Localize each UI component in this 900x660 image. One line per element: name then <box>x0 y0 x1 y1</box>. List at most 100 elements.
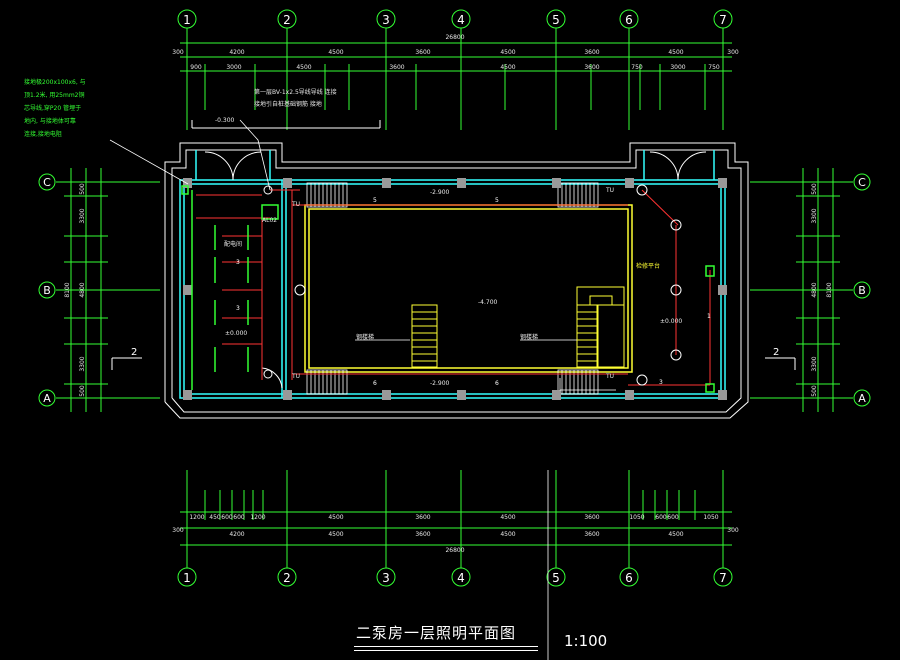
dim-left-4: 3300 <box>79 356 86 371</box>
dim-bot-r2-7: 3600 <box>415 514 430 521</box>
dim-bot-6: 4500 <box>668 531 683 538</box>
axis-bubbles-side <box>38 173 871 407</box>
note-left-4: 地内, 与接地体可靠 <box>24 117 76 125</box>
note-left-2: 顶1.2米, 用25mm2铜 <box>24 91 85 99</box>
axis-lines <box>56 28 853 568</box>
drawing-scale: 1:100 <box>564 632 608 650</box>
room-labels: -0.300 -2.900 -4.700 -2.900 ±0.000 ±0.00… <box>215 117 711 387</box>
section-mark-left: 2 <box>131 347 137 358</box>
dim-bot-r2-13: 1050 <box>703 514 718 521</box>
dim-bot-r2-11: 600 <box>655 514 667 521</box>
dim-bot-end-left: 300 <box>172 527 184 534</box>
dim-bot-2: 4500 <box>328 531 343 538</box>
axis-label-C-left: C <box>43 176 51 189</box>
dim-bot-r2-8: 4500 <box>500 514 515 521</box>
elev-right: ±0.000 <box>660 318 682 325</box>
dim-bot-r2-9: 3600 <box>584 514 599 521</box>
dim-bot-r2-5: 1200 <box>250 514 265 521</box>
wire-count-5b: 5 <box>373 197 377 204</box>
wire-count-3a: 3 <box>236 259 240 266</box>
axis-label-5-top: 5 <box>552 13 560 27</box>
dim-left-overall: 8100 <box>64 282 71 297</box>
elev-bottom-mid: -2.900 <box>430 380 450 387</box>
dim-bot-r2-1: 1200 <box>189 514 204 521</box>
dim-top-r2-2: 3000 <box>226 64 241 71</box>
dim-top-r2-7: 750 <box>631 64 643 71</box>
dim-bot-4: 4500 <box>500 531 515 538</box>
dim-bot-r2-10: 1050 <box>629 514 644 521</box>
wire-count-1: 1 <box>707 313 711 320</box>
room-left-label: 配电间 <box>224 240 242 248</box>
wire-count-6b: 6 <box>373 380 377 387</box>
dim-left-5: 500 <box>79 385 86 397</box>
dim-bot-3: 3600 <box>415 531 430 538</box>
notes: 接地极200x100x6, 与 顶1.2米, 用25mm2铜 芯导线,穿P20 … <box>24 78 337 138</box>
dim-top-end-left: 300 <box>172 49 184 56</box>
dim-right-5: 500 <box>811 385 818 397</box>
section-mark-right: 2 <box>773 347 779 358</box>
elev-center: -4.700 <box>478 299 498 306</box>
tu-label-1: TU <box>291 201 300 208</box>
axis-bubbles-bottom <box>177 567 733 587</box>
note-left-5: 连接,接地电阻 <box>24 130 62 138</box>
axis-label-3-bottom: 3 <box>382 571 390 585</box>
axis-label-5-bottom: 5 <box>552 571 560 585</box>
dim-bot-5: 3600 <box>584 531 599 538</box>
dim-bot-end-right: 300 <box>727 527 739 534</box>
note-left-1: 接地极200x100x6, 与 <box>24 78 86 86</box>
dim-top-end-right: 300 <box>727 49 739 56</box>
axis-label-C-right: C <box>858 176 866 189</box>
drawing-title: 二泵房一层照明平面图 <box>356 624 517 642</box>
dim-bot-r2-4: 600 <box>233 514 245 521</box>
dim-top-1: 4200 <box>229 49 244 56</box>
room-right-label: 检修平台 <box>636 262 660 270</box>
perimeter-stairs <box>306 182 599 395</box>
dim-left-1: 500 <box>79 183 86 195</box>
wire-count-5: 5 <box>495 197 499 204</box>
structural-columns <box>183 178 727 400</box>
fluorescent-fixtures <box>181 185 715 393</box>
axis-label-6-top: 6 <box>625 13 633 27</box>
dim-right-2: 3300 <box>811 208 818 223</box>
lighting-wiring <box>196 189 711 386</box>
axis-bubbles-top <box>177 9 733 29</box>
dim-left-2: 3300 <box>79 208 86 223</box>
dim-right-3: 4800 <box>811 282 818 297</box>
tu-label-3: TU <box>605 187 614 194</box>
axis-label-4-bottom: 4 <box>457 571 465 585</box>
dim-top-4: 4500 <box>500 49 515 56</box>
dim-bot-r2-2: 450 <box>209 514 221 521</box>
dimension-text-bottom: 1200 450 600 600 1200 4500 3600 4500 360… <box>172 514 739 554</box>
dim-top-6: 4500 <box>668 49 683 56</box>
dim-top-r2-4: 3600 <box>389 64 404 71</box>
axis-label-A-right: A <box>858 392 866 405</box>
panel-label: AL02 <box>262 217 277 224</box>
wire-count-3b: 3 <box>236 305 240 312</box>
axis-label-1-bottom: 1 <box>183 571 191 585</box>
leader-lines <box>109 119 616 391</box>
tu-label-2: TU <box>291 373 300 380</box>
dim-top-r2-9: 750 <box>708 64 720 71</box>
section-markers <box>111 357 796 370</box>
axis-label-2-top: 2 <box>283 13 291 27</box>
dim-right-overall: 8100 <box>826 282 833 297</box>
lamps <box>263 184 682 386</box>
dim-bot-r2-12: 600 <box>667 514 679 521</box>
dim-right-4: 3300 <box>811 356 818 371</box>
dim-top-5: 3600 <box>584 49 599 56</box>
axis-label-A-left: A <box>43 392 51 405</box>
stairs <box>411 286 625 368</box>
dim-bot-r2-6: 4500 <box>328 514 343 521</box>
note-top-2: 接地引自桩基础钢筋 接地 <box>254 100 322 108</box>
dim-top-2: 4500 <box>328 49 343 56</box>
dim-bot-1: 4200 <box>229 531 244 538</box>
axis-label-B-left: B <box>43 284 51 297</box>
axis-label-7-bottom: 7 <box>719 571 727 585</box>
dim-right-1: 500 <box>811 183 818 195</box>
title-underline <box>354 646 538 651</box>
wire-count-3c: 3 <box>659 379 663 386</box>
door-swings <box>204 151 707 389</box>
axis-label-3-top: 3 <box>382 13 390 27</box>
building-outline <box>164 120 749 419</box>
